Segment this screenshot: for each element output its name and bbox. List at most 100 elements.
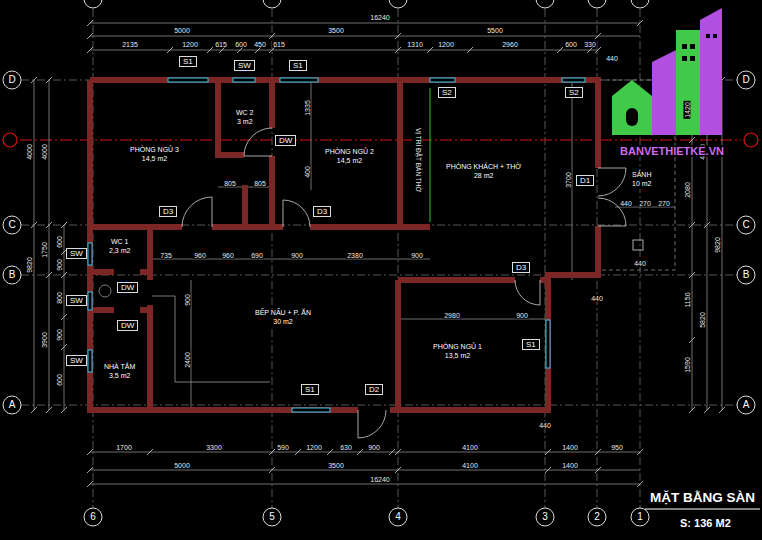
windows (88, 78, 585, 412)
axis-label: 6 (89, 512, 97, 522)
opening-tag: D3 (512, 262, 530, 273)
window (292, 408, 330, 412)
dimension-text: 2080 (684, 181, 691, 199)
dimension-tick (87, 449, 643, 487)
altar-line (430, 88, 431, 222)
grid-bubbles (3, 0, 755, 526)
node-text: 14,5 m2 (129, 155, 180, 164)
dimension-text: 2980 (443, 312, 461, 319)
dimension-tick (87, 20, 643, 53)
axis-label: 2 (593, 512, 601, 522)
window (233, 78, 255, 82)
grid-bubble (389, 508, 407, 526)
dimension-line (90, 23, 640, 484)
node-text: 14,5 m2 (324, 157, 375, 166)
axis-label: A (8, 400, 17, 410)
node-title: BẾP NẤU + P. ĂN (254, 309, 312, 318)
grid-bubble (3, 216, 21, 234)
dimension-text: 3700 (565, 171, 572, 189)
section-marker (3, 133, 17, 147)
opening-tag: D3 (159, 206, 177, 217)
node-title: NHÀ TẮM (103, 363, 136, 372)
opening-tag: D1 (576, 175, 594, 186)
dimension-text: 1700 (115, 444, 133, 451)
room-label: PHÒNG NGỦ 314,5 m2 (129, 146, 180, 164)
opening-tag: DW (275, 135, 296, 146)
node-title: S1 (305, 385, 315, 394)
grid-bubble (737, 266, 755, 284)
dimension-text: 5820 (699, 311, 706, 329)
dimension-text: 440 (633, 260, 647, 267)
dimension-text: 805 (223, 180, 237, 187)
dimension-text: 450 (253, 41, 267, 48)
dimension-text: 900 (367, 444, 381, 451)
dimension-text: 690 (250, 252, 264, 259)
kitchen-counter (152, 296, 270, 382)
dimension-text: 590 (276, 444, 290, 451)
dimension-text: 270 (657, 200, 671, 207)
axis-label: 4 (394, 512, 402, 522)
section-marker (744, 133, 758, 147)
dimension-text: 1200 (437, 41, 455, 48)
grid-bubble (536, 0, 554, 8)
dimension-text: 615 (272, 41, 286, 48)
window (88, 292, 92, 310)
opening-tag: SW (234, 60, 255, 71)
node-text: 30 m2 (254, 318, 312, 327)
room-label: WC 23 m2 (235, 109, 255, 127)
opening-tag: D2 (365, 384, 383, 395)
node-text: 28 m2 (445, 172, 522, 181)
node-text: 2,3 m2 (108, 247, 131, 256)
dimension-line (34, 80, 722, 410)
node-title: S2 (442, 88, 452, 97)
node-title: S1 (526, 340, 536, 349)
axis-label: D (741, 75, 750, 85)
opening-tag: S2 (438, 87, 456, 98)
logo-house (612, 80, 652, 135)
node-title: SW (238, 61, 251, 70)
dimension-text: 3500 (327, 27, 345, 34)
grid-bubble (737, 396, 755, 414)
dimension-text: 1590 (684, 356, 691, 374)
dimension-tick (31, 77, 725, 413)
node-title: D3 (317, 207, 327, 216)
node-title: D3 (516, 263, 526, 272)
node-title: SW (70, 356, 83, 365)
dimension-text: 1335 (304, 99, 311, 117)
dimension-text: 330 (583, 41, 597, 48)
node-title: D1 (580, 176, 590, 185)
door-swing (598, 168, 626, 196)
dimension-text: 630 (339, 444, 353, 451)
axis-label: C (741, 220, 750, 230)
room-label: PHÒNG KHÁCH + THỜ28 m2 (445, 163, 522, 181)
node-title: SW (70, 296, 83, 305)
window (88, 350, 92, 372)
dimension-text: 16240 (369, 14, 390, 21)
dimension-text: 1200 (181, 41, 199, 48)
dimension-text: 600 (564, 41, 578, 48)
node-title: PHÒNG KHÁCH + THỜ (445, 163, 522, 172)
opening-tag: D3 (313, 206, 331, 217)
washbasin (99, 285, 111, 297)
note-text: VỊ TRÍ ĐẶT BÀN THỜ (415, 127, 422, 193)
opening-tag: S1 (289, 60, 307, 71)
grid-bubble (263, 508, 281, 526)
node-title: WC 2 (235, 109, 255, 118)
logo-window (706, 34, 710, 38)
room-label: PHÒNG NGỦ 214,5 m2 (324, 148, 375, 166)
grid-bubble (389, 0, 407, 8)
axis-label: 3 (541, 512, 549, 522)
dimension-text: 960 (193, 252, 207, 259)
grid-bubble (631, 508, 649, 526)
inner-wall (90, 80, 548, 410)
dimension-text: 900 (290, 252, 304, 259)
dimension-text: 3500 (327, 462, 345, 469)
axis-label: B (8, 270, 17, 280)
dimension-text: 800 (56, 291, 63, 305)
logo-window (682, 56, 687, 61)
dimension-text: 735 (159, 252, 173, 259)
grid-axis (93, 9, 640, 508)
dimension-text: 5500 (486, 27, 504, 34)
